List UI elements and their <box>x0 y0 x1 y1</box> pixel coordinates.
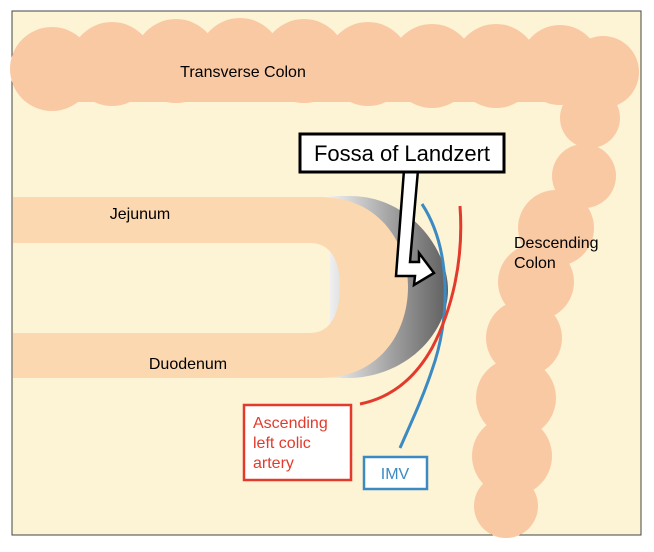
descending-colon-label-line1: Descending <box>514 235 599 252</box>
transverse-colon-shape <box>10 18 639 111</box>
artery-label-line2: left colic <box>253 435 311 452</box>
jejunum-label: Jejunum <box>110 206 170 223</box>
artery-label-box <box>242 403 353 482</box>
ascending-left-colic-artery-vessel <box>359 205 463 406</box>
imv-label: IMV <box>381 466 410 483</box>
imv-vessel <box>398 203 447 449</box>
imv-label-box <box>362 455 429 491</box>
fossa-label: Fossa of Landzert <box>314 141 490 166</box>
artery-label-line1: Ascending <box>253 415 328 432</box>
duodenum-label: Duodenum <box>149 356 227 373</box>
artery-label-line3: artery <box>253 455 294 472</box>
fossa-label-box <box>298 132 506 174</box>
descending-colon-shape <box>472 88 620 538</box>
descending-colon-label-line2: Colon <box>514 255 556 272</box>
transverse-colon-label: Transverse Colon <box>180 64 306 81</box>
small-bowel-shape <box>13 197 408 378</box>
fossa-pointer-arrow <box>394 168 436 288</box>
